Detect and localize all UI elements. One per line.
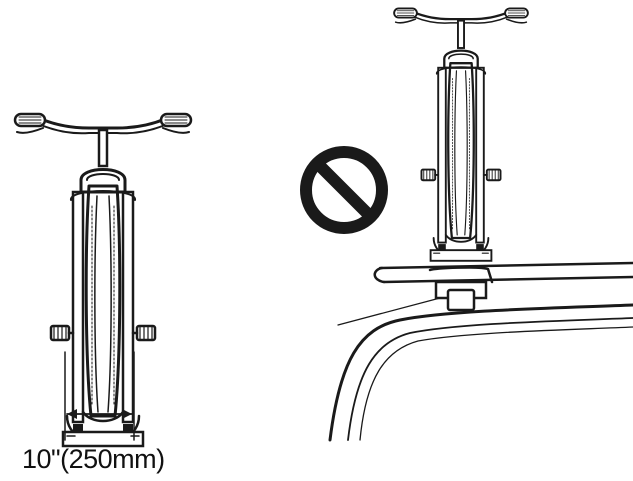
- roof-rack-crossbar: [373, 261, 633, 312]
- bicycle-left: [13, 112, 193, 448]
- bicycle-right: [392, 7, 530, 262]
- no-symbol-icon: [300, 146, 388, 234]
- measurement-arrow: [64, 351, 135, 441]
- car-roof: [328, 297, 633, 442]
- measurement-label: 10"(250mm): [22, 444, 165, 474]
